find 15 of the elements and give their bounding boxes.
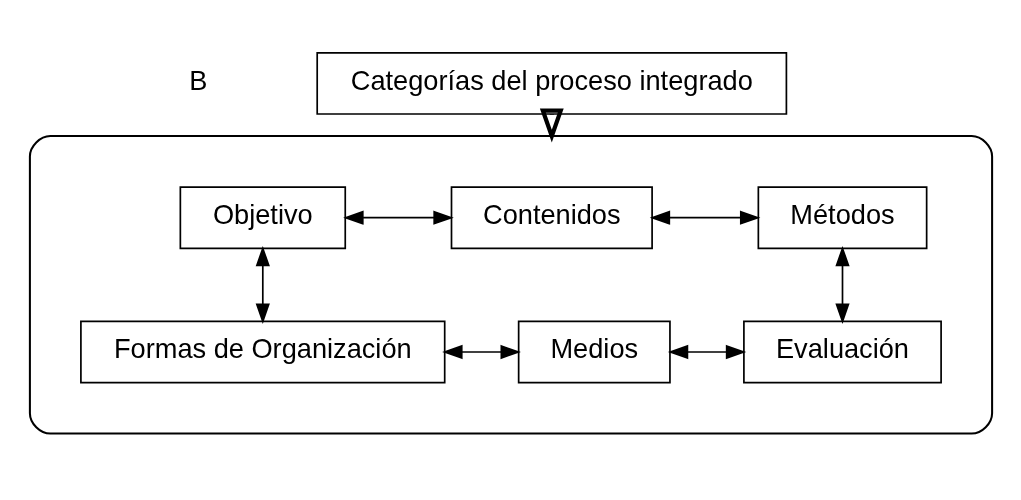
node-box: Evaluación: [742, 320, 942, 384]
cluster: [28, 135, 993, 435]
arrow: [441, 344, 521, 360]
arrow: [539, 108, 564, 143]
arrow: [667, 344, 746, 360]
arrow: [255, 245, 270, 324]
arrow: [834, 245, 850, 324]
node-box: Medios: [517, 320, 671, 384]
node-box: Métodos: [757, 186, 927, 250]
arrow: [649, 210, 760, 225]
node-box: Formas de Organización: [79, 320, 446, 384]
label: B: [188, 64, 207, 96]
arrow: [342, 210, 454, 225]
node-box: Contenidos: [450, 186, 653, 250]
node-box: Objetivo: [179, 186, 346, 250]
